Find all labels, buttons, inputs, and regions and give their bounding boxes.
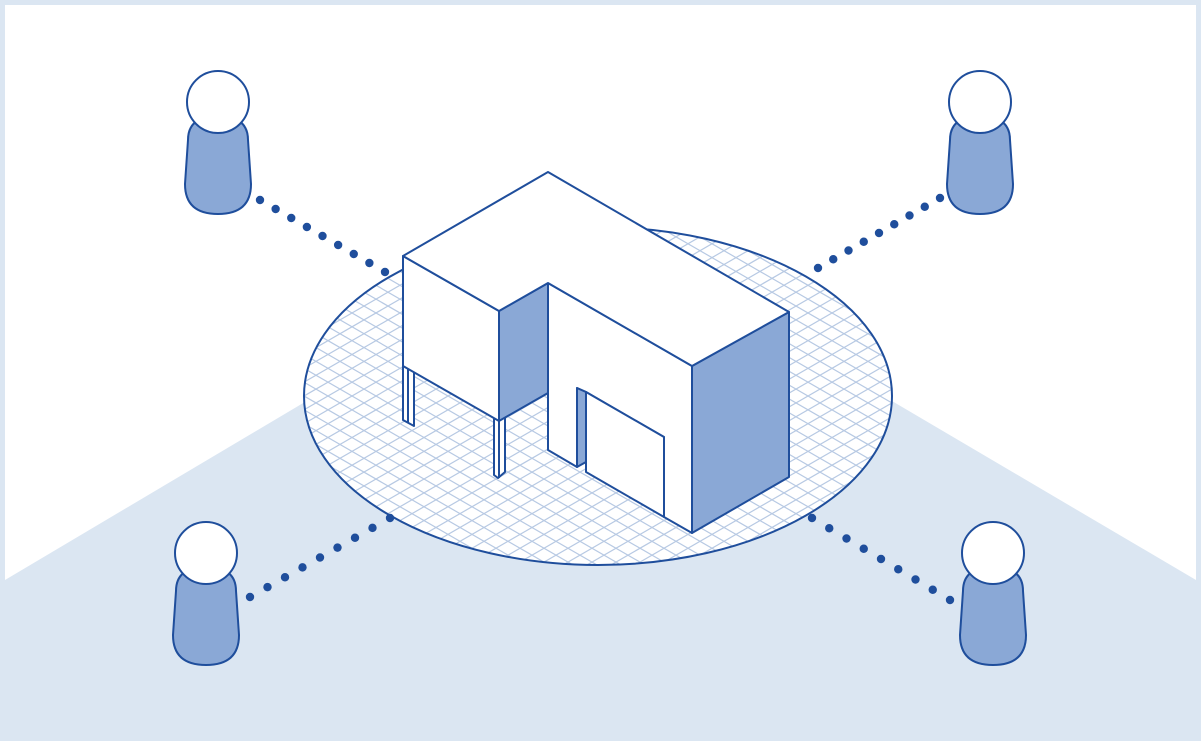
grid-line — [304, 227, 892, 565]
connector-dot — [874, 228, 884, 238]
connector-dot — [807, 513, 817, 523]
connector-dot — [349, 249, 358, 259]
grid-line — [304, 227, 892, 565]
person-head — [174, 521, 238, 585]
person-head — [186, 70, 250, 134]
person-head — [948, 70, 1012, 134]
roof-face — [402, 171, 790, 367]
connector-dot — [333, 543, 342, 552]
connector-dot — [385, 513, 395, 523]
person-icon — [945, 70, 1015, 216]
connector-dot — [829, 255, 838, 264]
person-head — [961, 521, 1025, 585]
connector-dot — [365, 258, 374, 268]
connector-dot — [380, 267, 390, 277]
grid-line — [304, 227, 892, 565]
connector-dot — [298, 563, 307, 572]
people-group — [171, 70, 1028, 667]
connector-dot — [928, 585, 937, 594]
connector-dot — [844, 246, 853, 255]
door-recess-back — [585, 391, 665, 518]
connector-dot — [905, 211, 914, 220]
connector-dot — [842, 534, 851, 543]
connector-dot — [302, 222, 312, 232]
grid-line — [304, 227, 892, 565]
connector-dot — [911, 575, 920, 584]
connector-dot — [859, 237, 868, 246]
connector-dot — [890, 220, 899, 229]
connector-dot — [368, 523, 377, 533]
grid-line — [304, 227, 892, 565]
person-icon — [171, 521, 241, 667]
connector-dot — [280, 573, 290, 582]
connector-dot — [859, 544, 868, 553]
connector-dot — [333, 240, 343, 250]
connector-dot — [935, 193, 945, 203]
building-icon — [402, 171, 790, 534]
connector-dot — [318, 231, 327, 241]
connector-dot — [315, 553, 325, 562]
dotted-connector-icon — [245, 193, 955, 605]
grid-line — [304, 227, 892, 565]
connector-dot — [894, 565, 903, 574]
grid-line — [304, 227, 892, 565]
door-recess-side — [576, 387, 587, 468]
connector-dot — [287, 213, 296, 223]
connector-dot — [245, 592, 255, 602]
connector-dot — [876, 554, 886, 564]
grid-line — [304, 227, 892, 565]
connector-dot — [920, 202, 929, 211]
person-icon — [183, 70, 253, 216]
connector-dot — [945, 595, 955, 605]
connector-dot — [813, 263, 823, 273]
connector-dot — [350, 533, 360, 542]
connector-dot — [255, 195, 265, 205]
grid-line — [304, 227, 892, 565]
connector-dot — [825, 524, 834, 533]
connector-dot — [271, 204, 280, 214]
connector-dot — [263, 582, 272, 592]
grid-line — [304, 227, 892, 565]
person-icon — [958, 521, 1028, 667]
